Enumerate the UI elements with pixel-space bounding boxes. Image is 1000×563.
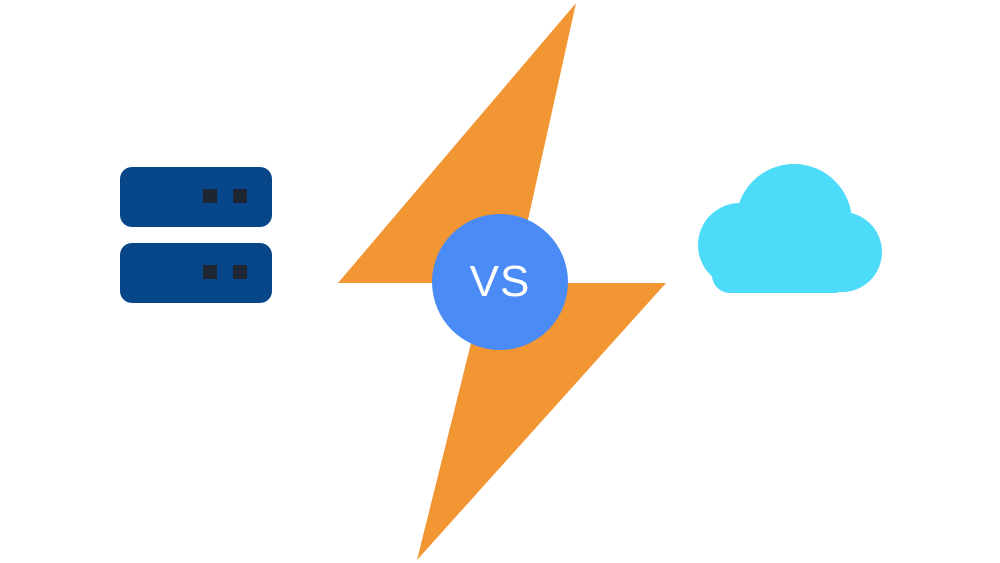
server-unit-top — [120, 167, 272, 227]
server-icon — [120, 167, 272, 303]
lightning-bolt-icon — [338, 3, 576, 283]
server-led — [233, 265, 247, 279]
server-led — [203, 189, 217, 203]
cloud-icon — [698, 164, 882, 293]
lightning-bolt-icon — [417, 283, 666, 560]
server-unit-bottom — [120, 243, 272, 303]
vs-badge — [432, 214, 568, 350]
server-led — [233, 189, 247, 203]
server-led — [203, 265, 217, 279]
